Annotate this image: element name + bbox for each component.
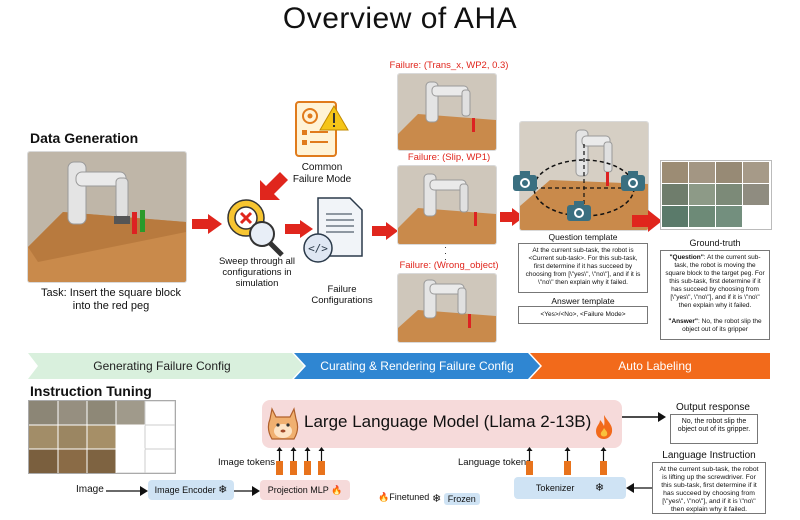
instruction-tuning-heading: Instruction Tuning [30,383,152,399]
llama-icon [267,407,299,440]
failure-label-1: Failure: (Trans_x, WP2, 0.3) [389,60,509,71]
instruction-image-grid [28,400,176,474]
llm-fire-icon [596,415,613,439]
arrow-task-to-sweep [192,214,222,234]
arrow-config-to-render [372,222,398,240]
task-caption: Task: Insert the square block into the r… [40,287,181,312]
camera-icon-bottom [567,201,591,221]
arrow-failure-mode-to-sweep [260,172,288,200]
ellipsis-dots: ··· [444,242,447,264]
frozen-snowflake-icon: ❄ [432,493,442,505]
ground-truth-title: Ground-truth [689,238,741,248]
image-tokens-label: Image tokens [218,457,276,468]
finetuned-label: Finetuned [389,492,430,502]
failure-render-3 [398,274,496,342]
failure-render-2 [398,166,496,244]
phase-bar [28,353,770,379]
ground-truth-question: : At the current sub-task, the robot is … [665,254,765,309]
phase-auto-labeling: Auto Labeling [618,359,692,373]
failure-label-3: Failure: (Wrong_object) [399,260,499,271]
image-token-stack [276,447,325,475]
arrow-to-ground-truth [632,210,662,232]
ground-truth-image-grid [660,160,772,230]
projection-mlp-label: Projection MLP [267,485,329,495]
arrow-image-to-encoder [106,486,148,496]
image-encoder-label: Image Encoder [154,485,216,495]
phase-generating-failure-config: Generating Failure Config [93,359,231,373]
question-template-box: At the current sub-task, the robot is <C… [518,243,648,293]
output-response-box: No, the robot slip the object out of its… [670,414,758,444]
page-title: Overview of AHA [282,2,518,35]
failure-mode-document-icon [295,101,349,157]
camera-icon-left [513,171,537,191]
arrow-llm-to-output [622,412,666,422]
projection-mlp-fire-icon: 🔥 [331,485,343,495]
failure-render-1 [398,74,496,150]
image-encoder-snowflake-icon: ❄ [218,484,228,496]
camera-icon-right [621,171,645,191]
language-instruction-title: Language Instruction [662,450,756,461]
frozen-label: Frozen [443,493,480,505]
answer-template-title: Answer template [551,296,615,306]
failure-label-2: Failure: (Slip, WP1) [407,152,491,163]
language-tokens-label: Language tokens [458,457,531,468]
answer-template-box: <Yes>/<No>, <Failure Mode> [518,306,648,324]
finetuned-fire-icon: 🔥 [378,492,390,502]
projection-mlp-box: Projection MLP 🔥 [260,480,350,500]
sweep-caption: Sweep through all configurations in simu… [218,256,296,289]
arrow-instruction-to-tokenizer [626,483,652,493]
tokenizer-label: Tokenizer [535,483,575,493]
task-robot-image [28,152,186,282]
llm-label: Large Language Model (Llama 2-13B) [304,412,592,431]
tokenizer-snowflake-icon: ❄ [594,482,605,494]
sweep-magnifier-gear-icon [227,199,284,257]
arrow-sweep-to-config [285,220,313,238]
image-encoder-box: Image Encoder ❄ [148,480,234,500]
ground-truth-answer-label: "Answer" [668,318,699,325]
llm-box [262,400,622,448]
svg-text:</>: </> [308,242,328,255]
output-response-title: Output response [676,402,750,413]
arrow-render-to-multiview [500,208,524,226]
failure-configurations-icon: </> [303,197,363,263]
failure-configurations-label: Failure Configurations [311,284,373,306]
arrow-encoder-to-mlp [234,486,260,496]
ground-truth-question-label: "Question" [669,254,704,261]
data-generation-heading: Data Generation [30,130,139,146]
language-token-stack [526,447,607,475]
language-instruction-box: At the current sub-task, the robot is li… [652,462,766,514]
question-template-title: Question template [548,232,618,242]
ground-truth-box: "Question": At the current sub-task, the… [660,250,770,340]
ground-truth-answer: : No, the robot slip the object out of i… [682,318,762,333]
tokenizer-box: Tokenizer ❄ [514,477,626,499]
common-failure-mode-label: Common Failure Mode [292,162,352,185]
frozen-legend: ❄ Frozen [432,492,480,505]
image-input-label: Image [76,484,104,495]
phase-curating-rendering: Curating & Rendering Failure Config [320,359,514,373]
finetuned-legend: 🔥Finetuned [378,492,429,503]
